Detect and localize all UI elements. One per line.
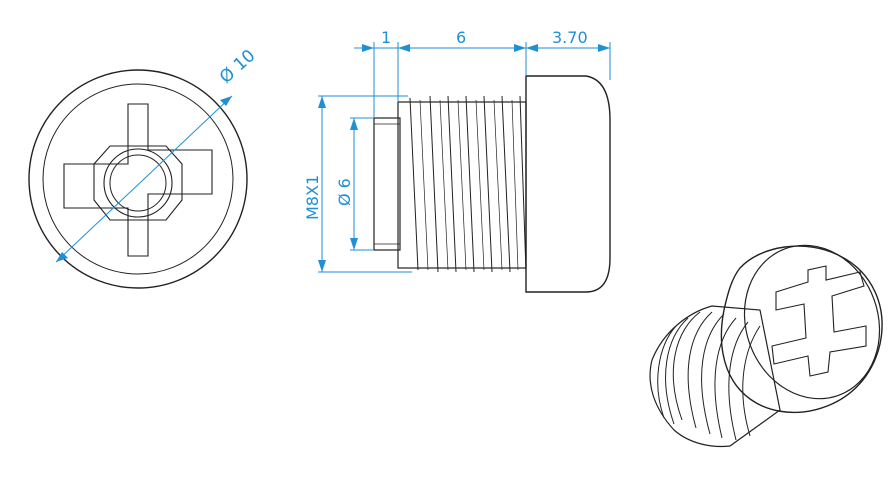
iso-threads [657, 311, 761, 441]
diameter-leader [55, 95, 233, 263]
cross-recess [63, 103, 213, 257]
arrow-head [56, 252, 68, 262]
thread-length-label: 6 [456, 28, 466, 47]
isometric-view [649, 244, 883, 448]
head-outer-circle [28, 69, 248, 289]
head-inner-circle [42, 83, 234, 275]
bore-outer [103, 148, 173, 218]
thread-lines [409, 95, 527, 273]
thread-spec-label: M8X1 [303, 175, 322, 220]
recess-polygon [93, 145, 183, 221]
pilot [373, 117, 401, 251]
chamfer-width-label: 1 [381, 28, 391, 47]
head-height-label: 3.70 [552, 28, 588, 47]
head-diameter-label: Ø 10 [216, 46, 259, 88]
iso-shank [649, 305, 781, 448]
bore-inner [109, 154, 167, 212]
arrow-head [220, 96, 232, 106]
iso-head-face [743, 244, 881, 400]
iso-cross-recess [771, 265, 867, 377]
pilot-diameter-label: Ø 6 [335, 178, 354, 206]
head-profile [525, 75, 611, 293]
side-view: 1 6 3.70 M8X1 Ø 6 [303, 28, 611, 293]
end-view: Ø 10 [28, 46, 259, 289]
thread-body [397, 101, 527, 269]
